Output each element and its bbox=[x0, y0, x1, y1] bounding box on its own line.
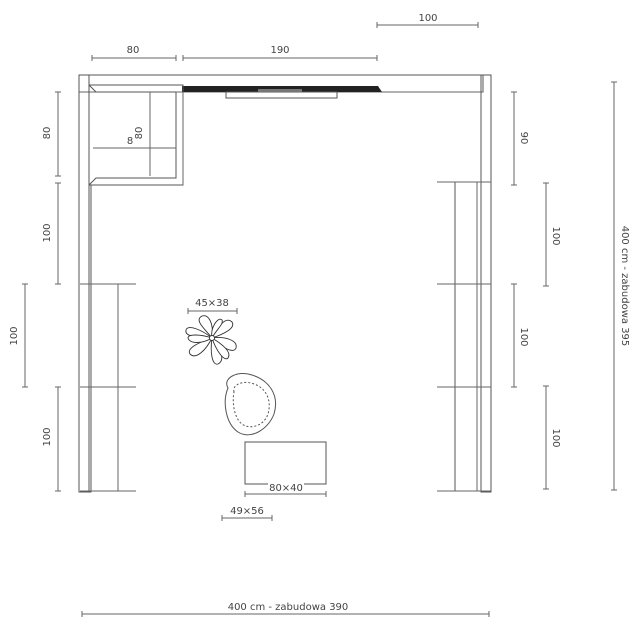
corner-cabinet-width-label: 8 bbox=[127, 136, 133, 147]
dim-chair: 49×56 bbox=[221, 506, 273, 521]
corner-cabinet-depth-label: 80 bbox=[134, 127, 145, 140]
dim-left-lower-label: 100 bbox=[42, 427, 53, 446]
dim-top-offset-label: 100 bbox=[418, 13, 437, 24]
corner-cabinet: 8 80 bbox=[88, 84, 184, 186]
dim-left-middle: 100 bbox=[42, 182, 61, 285]
chair-size-label: 49×56 bbox=[230, 506, 264, 517]
dim-top-left-label: 80 bbox=[127, 45, 140, 56]
dim-left-upper: 80 bbox=[42, 91, 61, 177]
dim-right-outer-upper: 100 bbox=[543, 182, 561, 287]
dim-right-upper-label: 90 bbox=[518, 132, 529, 145]
dim-top-offset: 100 bbox=[376, 11, 479, 28]
table-size-label: 80×40 bbox=[269, 483, 303, 494]
dim-right-outer-lower-label: 100 bbox=[550, 428, 561, 447]
dim-left-outer: 100 bbox=[9, 283, 28, 388]
dim-right-total-label: 400 cm - zabudowa 395 bbox=[619, 226, 630, 347]
dim-top-middle-label: 190 bbox=[270, 45, 289, 56]
plant-icon: 45×38 bbox=[185, 298, 238, 365]
table-icon: 80×40 bbox=[244, 441, 327, 497]
dim-bottom-total-label: 400 cm - zabudowa 390 bbox=[228, 602, 349, 613]
dim-right-middle: 100 bbox=[511, 283, 529, 388]
dim-top-middle-width: 190 bbox=[182, 43, 378, 61]
dim-left-outer-label: 100 bbox=[9, 326, 20, 345]
dim-bottom-total: 400 cm - zabudowa 390 bbox=[81, 599, 490, 617]
chair-icon bbox=[224, 373, 276, 436]
dim-left-upper-label: 80 bbox=[42, 127, 53, 140]
plant-size-label: 45×38 bbox=[195, 298, 229, 309]
dim-right-outer-lower: 100 bbox=[543, 385, 561, 490]
dim-right-middle-label: 100 bbox=[518, 327, 529, 346]
left-cabinets bbox=[80, 184, 136, 493]
dim-left-middle-label: 100 bbox=[42, 223, 53, 242]
right-cabinets bbox=[437, 181, 491, 492]
dim-right-total: 400 cm - zabudowa 395 bbox=[611, 81, 630, 491]
dim-right-outer-upper-label: 100 bbox=[550, 226, 561, 245]
dim-right-upper: 90 bbox=[511, 91, 529, 186]
dim-top-left-width: 80 bbox=[91, 43, 177, 61]
dim-left-lower: 100 bbox=[42, 386, 61, 492]
